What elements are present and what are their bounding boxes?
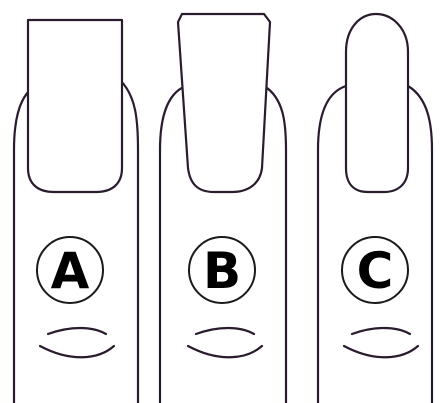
knuckle-b-lower xyxy=(188,346,262,357)
knuckle-c-lower xyxy=(344,346,418,357)
badge-c: C xyxy=(342,237,408,303)
nail-a-square xyxy=(28,20,122,192)
finger-c: C xyxy=(318,14,432,403)
knuckle-c-upper xyxy=(352,328,410,334)
knuckle-a-lower xyxy=(40,346,114,357)
knuckle-a-upper xyxy=(48,328,106,334)
badge-b-letter: B xyxy=(203,242,241,300)
knuckle-b-upper xyxy=(196,328,254,334)
finger-a: A xyxy=(14,20,138,403)
badge-a-letter: A xyxy=(51,242,90,300)
nail-c-oval xyxy=(346,14,408,192)
badge-c-letter: C xyxy=(357,242,394,300)
badge-a: A xyxy=(37,237,103,303)
badge-b: B xyxy=(189,237,255,303)
nail-b-tapered-square xyxy=(178,14,270,192)
finger-b: B xyxy=(160,14,286,403)
